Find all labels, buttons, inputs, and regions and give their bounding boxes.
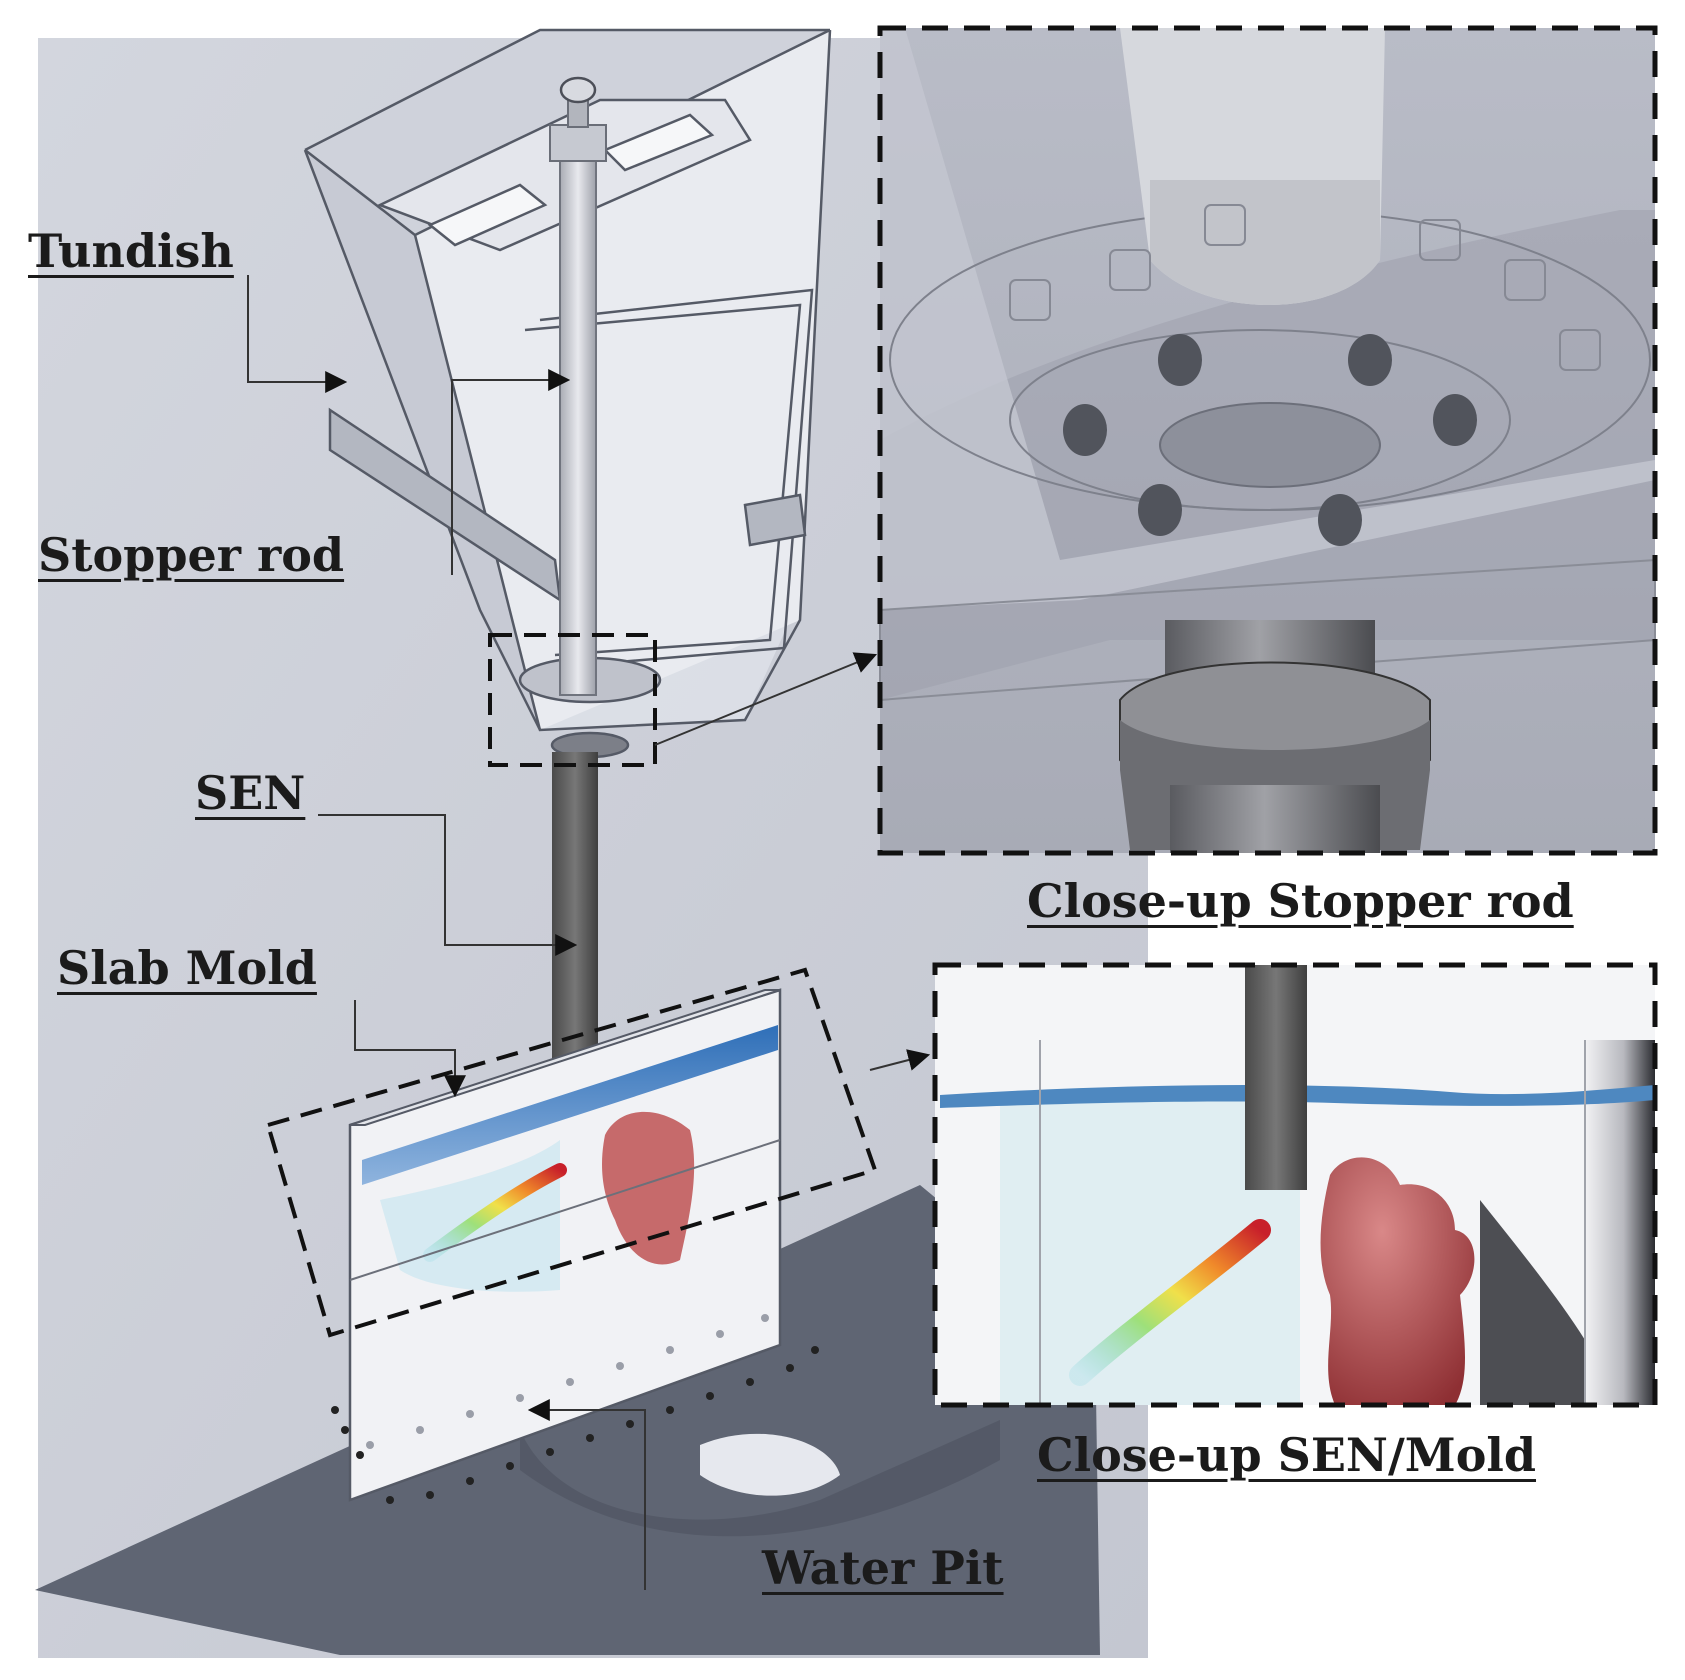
- label-closeup-stopper-rod: Close-up Stopper rod: [1027, 874, 1574, 928]
- closeup-stopper-panel: [879, 28, 1656, 853]
- stopper-highlight-box: [488, 633, 657, 767]
- slab-mold: [331, 988, 819, 1504]
- label-stopper-rod: Stopper rod: [38, 528, 345, 582]
- label-water-pit: Water Pit: [762, 1541, 1004, 1595]
- label-tundish: Tundish: [28, 224, 234, 278]
- water-pit-opening: [700, 1433, 840, 1496]
- label-sen: SEN: [195, 766, 306, 820]
- closeup-sen-mold-frame: [932, 962, 1658, 1408]
- closeup-stopper-frame: [877, 25, 1658, 856]
- closeup-sen-mold-panel: [935, 965, 1655, 1405]
- leader-lines: [247, 275, 931, 1590]
- label-closeup-sen-mold: Close-up SEN/Mold: [1037, 1428, 1537, 1482]
- sen-pipe: [552, 752, 598, 1092]
- stopper-rod: [549, 76, 607, 696]
- label-slab-mold: Slab Mold: [57, 941, 317, 995]
- mold-highlight-box: [265, 967, 878, 1338]
